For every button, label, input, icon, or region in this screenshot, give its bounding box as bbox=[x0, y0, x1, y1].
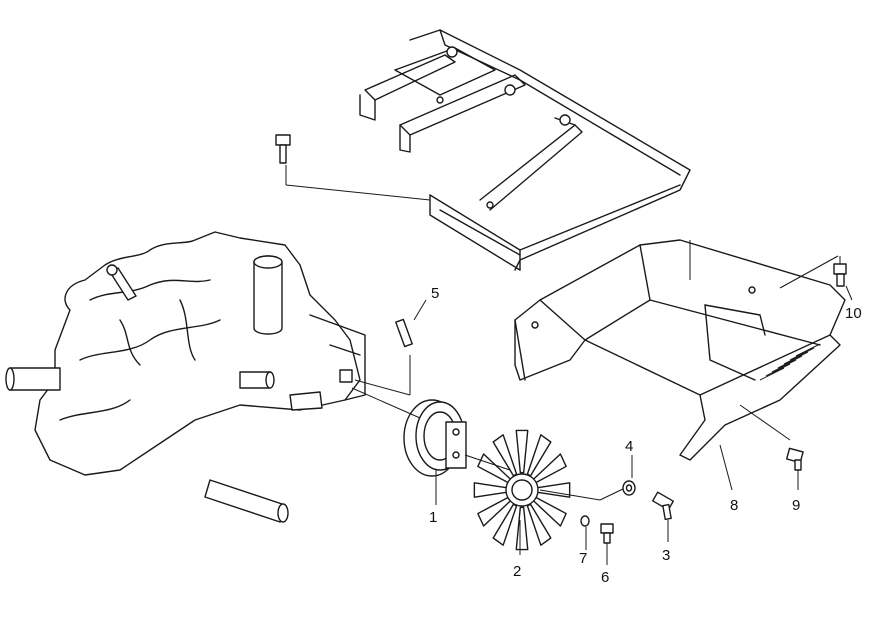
shroud-vent-slot bbox=[795, 343, 821, 357]
callout-9: 9 bbox=[792, 497, 800, 514]
callout-7: 7 bbox=[579, 550, 587, 567]
shroud-vent-slot bbox=[789, 347, 815, 361]
callout-3: 3 bbox=[662, 547, 670, 564]
callout-6: 6 bbox=[601, 569, 609, 586]
callout-4: 4 bbox=[625, 438, 633, 455]
washer-part-7 bbox=[580, 515, 590, 550]
bolt-part-10 bbox=[833, 256, 853, 301]
bolt-part-9 bbox=[785, 447, 804, 490]
transaxle-housing bbox=[5, 231, 366, 523]
callout-5: 5 bbox=[431, 285, 439, 302]
frame-assembly bbox=[359, 29, 691, 271]
key-part-5 bbox=[354, 299, 427, 396]
frame-bolt-icon bbox=[275, 134, 431, 201]
shroud-vent-slot bbox=[765, 363, 791, 377]
callout-1: 1 bbox=[429, 509, 437, 526]
fan-part-2 bbox=[473, 429, 571, 555]
fan-blade bbox=[473, 482, 509, 498]
shroud-vent-slot bbox=[771, 359, 797, 373]
fan-shroud-part-8 bbox=[514, 239, 846, 491]
fan-blade bbox=[515, 429, 529, 474]
callout-labels: 1 2 3 4 5 6 7 8 9 10 bbox=[429, 285, 862, 586]
pulley-part-1 bbox=[403, 399, 467, 505]
washer-part-4 bbox=[622, 455, 636, 496]
fan-blade bbox=[515, 506, 529, 551]
callout-8: 8 bbox=[730, 497, 738, 514]
shroud-vent-slot bbox=[777, 355, 803, 369]
bolt-part-3 bbox=[652, 491, 674, 542]
callout-10: 10 bbox=[845, 305, 862, 322]
callout-2: 2 bbox=[513, 563, 521, 580]
shroud-vent-slot bbox=[783, 351, 809, 365]
shroud-vent-slot bbox=[759, 367, 785, 381]
assembly-axis bbox=[351, 387, 626, 501]
shroud-vents bbox=[759, 343, 821, 381]
bolt-part-6 bbox=[600, 523, 614, 565]
